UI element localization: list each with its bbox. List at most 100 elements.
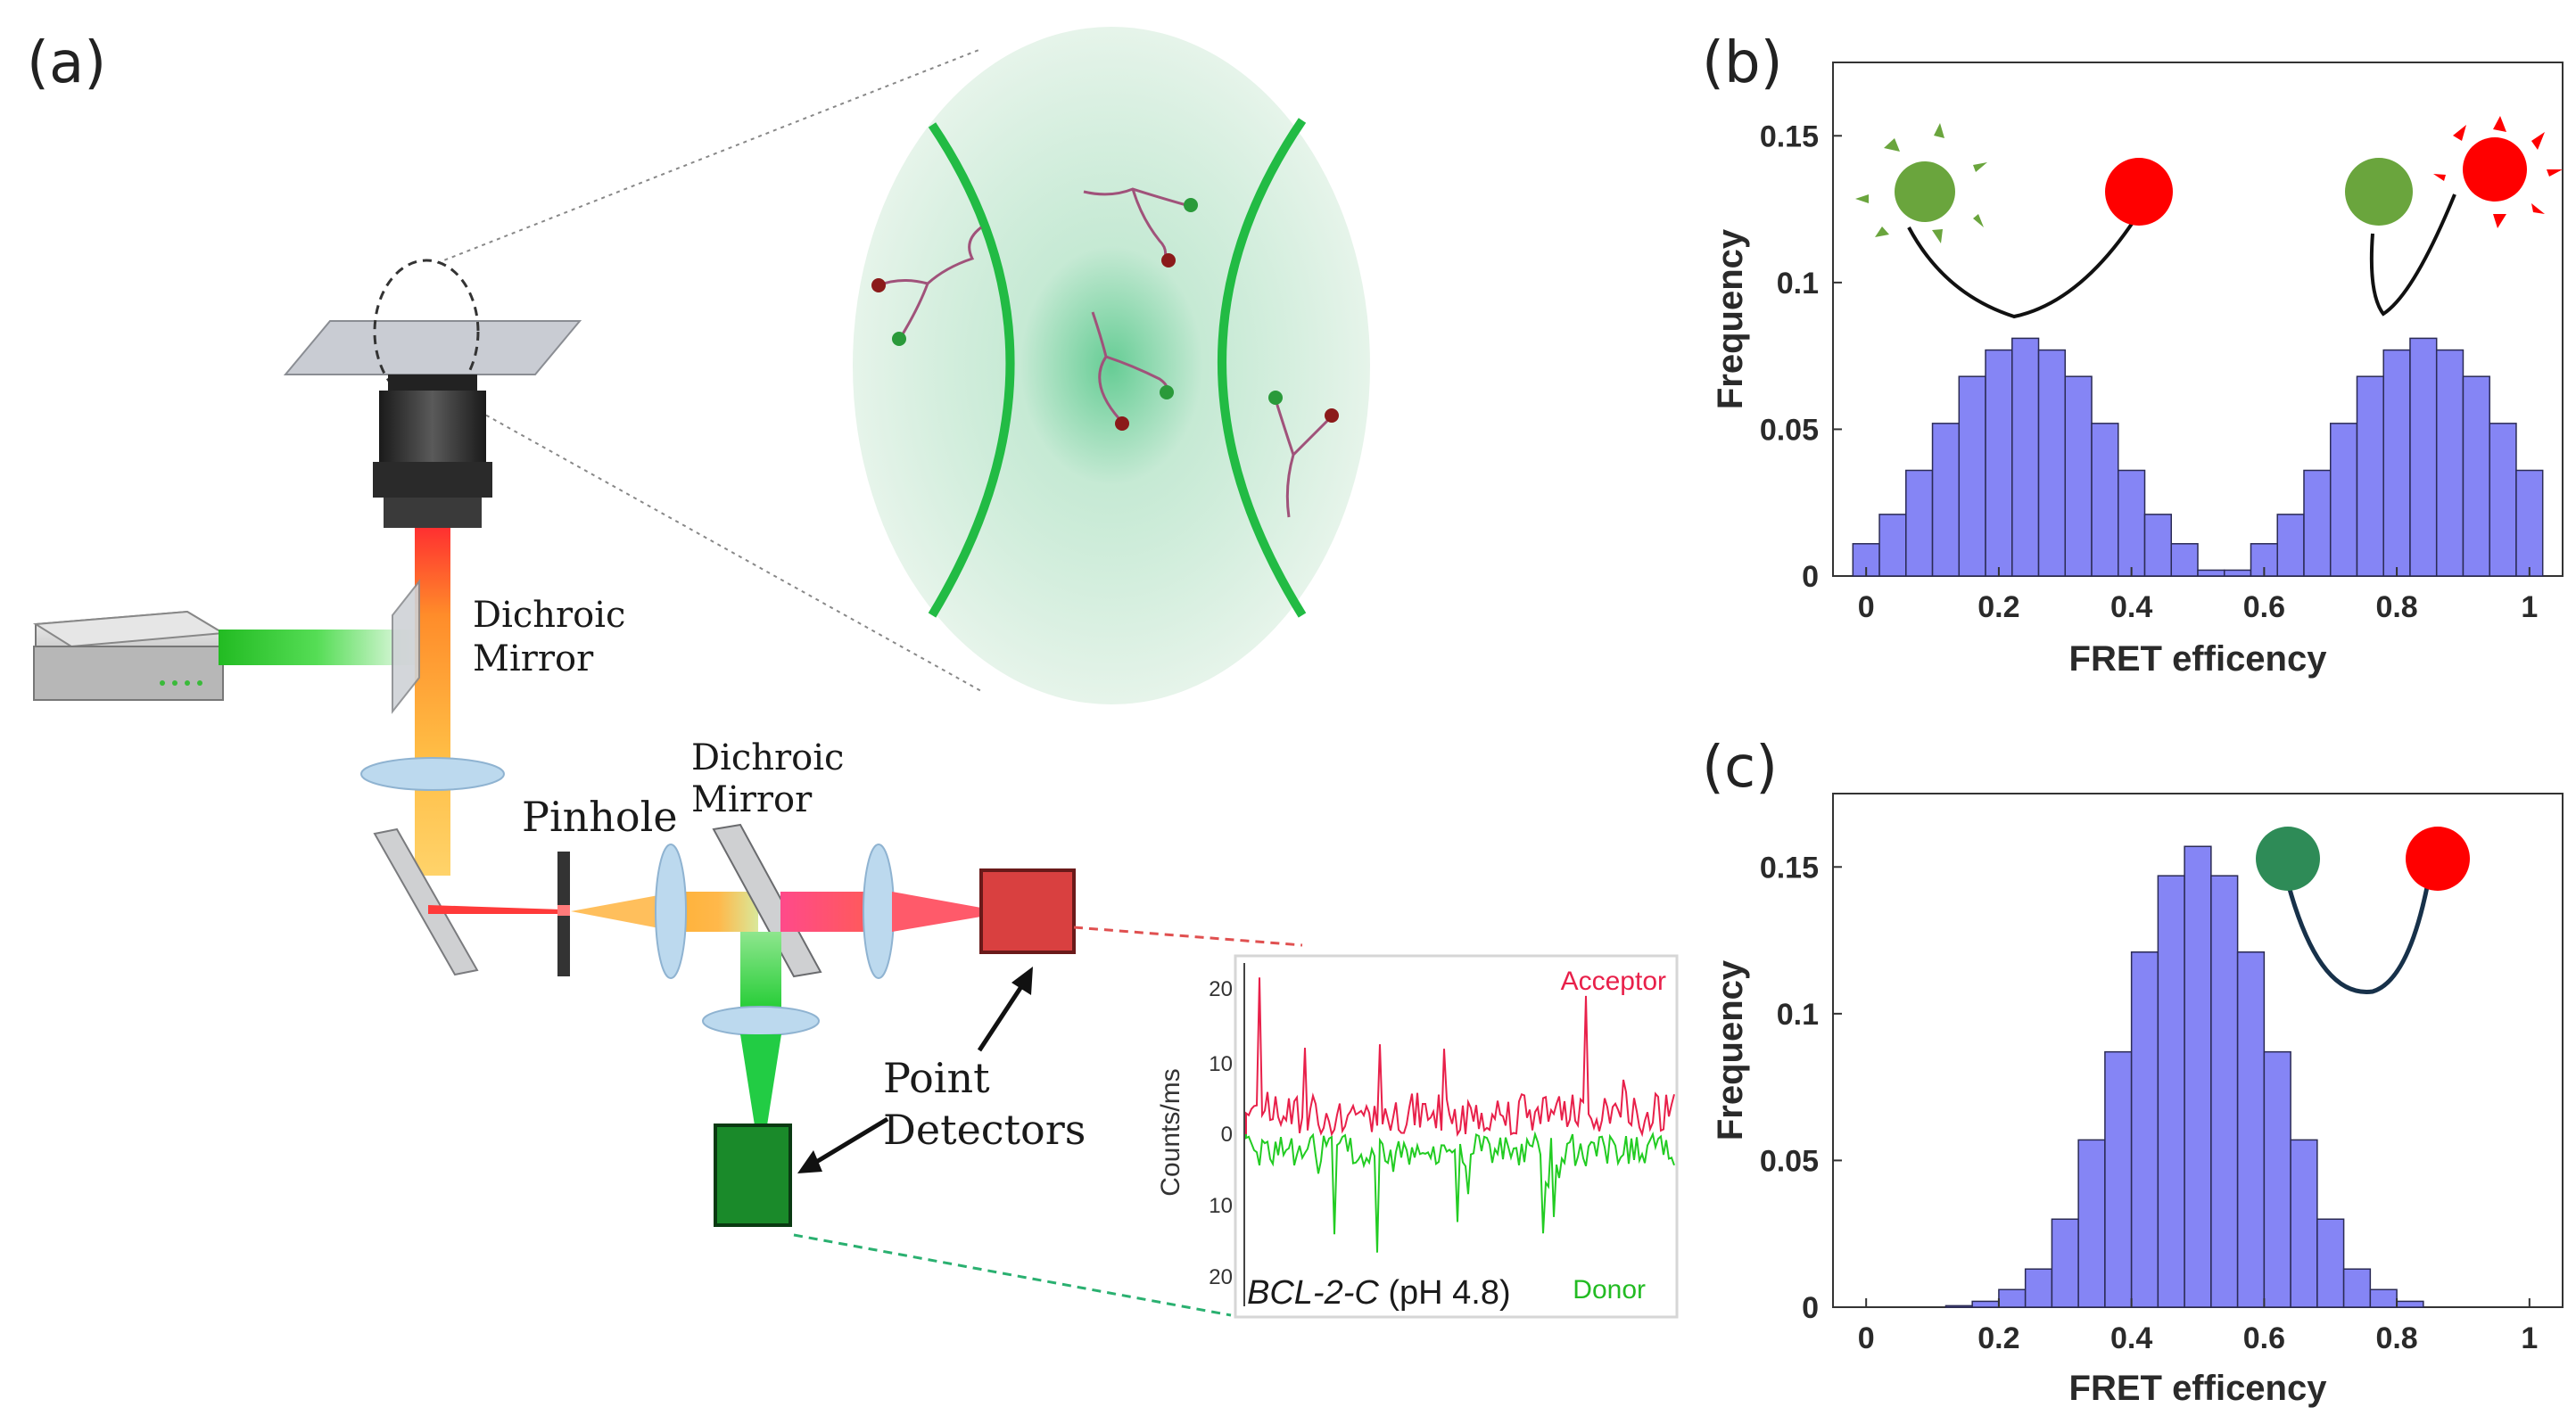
donor-beam <box>740 932 781 1012</box>
zoom-line-top <box>436 48 982 264</box>
trace-caption-condition: (pH 4.8) <box>1379 1274 1511 1312</box>
low-fret-cartoon <box>1855 123 2173 319</box>
histogram-bar <box>2316 1218 2345 1308</box>
molecule-3 <box>1091 311 1174 431</box>
x-tick-label: 1 <box>2521 1321 2538 1355</box>
histogram-bar <box>2130 951 2159 1308</box>
histogram-bar <box>1878 514 1907 577</box>
histogram-bar <box>1905 469 1934 577</box>
molecule-1 <box>871 226 982 346</box>
acceptor-focus-beam <box>892 892 981 932</box>
donor-trace-line <box>1245 1131 1675 1253</box>
dichroic-2-label-line1: Dichroic <box>691 737 844 778</box>
molecule-4 <box>1268 391 1339 518</box>
histogram-bar <box>2369 1288 2398 1308</box>
acceptor-trace-line <box>1245 977 1675 1138</box>
histogram-bar <box>2143 514 2173 577</box>
histogram-bar <box>2462 375 2490 577</box>
panel-label-a: (a) <box>27 30 106 96</box>
point-detectors-label-line1: Point <box>883 1054 990 1102</box>
collimating-lens <box>655 844 687 979</box>
acceptor-beam <box>780 892 870 932</box>
tube-lens <box>360 757 505 791</box>
x-tick-label: 0.4 <box>2110 590 2152 624</box>
histogram-bar <box>2104 1050 2133 1308</box>
beam-waist-left <box>928 122 1015 618</box>
acceptor-emission-rays <box>2433 116 2563 228</box>
confocal-setup: Dichroic Mirror Pinhole Dichroic Mirror … <box>32 27 1370 1317</box>
histogram-bar <box>2091 423 2119 577</box>
histogram-bar <box>2303 469 2332 577</box>
y-axis-title-b: Frequency <box>1711 228 1750 409</box>
y-tick-label: 0 <box>1802 560 1819 594</box>
histogram-bar <box>2409 337 2438 577</box>
histogram-bar <box>2037 349 2067 577</box>
donor-emission-rays <box>1855 123 1987 243</box>
x-tick-label: 0.4 <box>2110 1321 2152 1355</box>
dichroic-1-label-line1: Dichroic <box>473 595 625 636</box>
histogram-bar <box>2236 951 2266 1308</box>
histogram-bar <box>2064 375 2093 577</box>
histogram-bar <box>2157 875 2185 1308</box>
donor-trace-label: Donor <box>1573 1275 1646 1305</box>
histogram-bar <box>2263 1050 2291 1308</box>
dichroic-mirror-1 <box>392 579 420 714</box>
x-tick-label: 1 <box>2521 590 2538 624</box>
histogram-bar <box>2051 1218 2079 1308</box>
donor-detector <box>714 1124 792 1227</box>
histogram-bar <box>2024 1268 2053 1308</box>
focal-volume-oval <box>853 27 1370 704</box>
laser-source <box>32 610 227 701</box>
panel-label-c: (c) <box>1702 735 1778 801</box>
histogram-bar <box>1958 375 1986 577</box>
histogram-bar <box>2382 349 2411 577</box>
x-tick-label: 0.8 <box>2375 1321 2417 1355</box>
bars-c <box>1944 845 2424 1308</box>
histogram-bar <box>2396 1300 2424 1308</box>
histogram-bar <box>2170 543 2199 577</box>
histogram-bar <box>2184 845 2212 1308</box>
histogram-bar <box>2210 875 2239 1308</box>
focused-beam-in <box>428 905 562 914</box>
x-tick-label: 0 <box>1858 590 1875 624</box>
acceptor-dye-b2 <box>2463 137 2527 202</box>
bars-b <box>1852 337 2544 577</box>
donor-lens <box>702 1006 820 1036</box>
focal-volume-zoom <box>853 27 1370 704</box>
x-axis-title-b: FRET efficency <box>2069 639 2328 679</box>
histogram-bar <box>1998 1288 2027 1308</box>
sample-slide <box>283 320 582 375</box>
excitation-beam <box>219 630 415 665</box>
donor-dye-b1 <box>1895 161 1955 222</box>
histogram-bar <box>2329 423 2358 577</box>
objective-lens <box>373 375 492 528</box>
acceptor-connector <box>1073 926 1303 947</box>
smfret-trace-inset: 20 10 0 10 20 Counts/ms Acceptor Donor B… <box>1156 954 1679 1319</box>
panel-label-b: (b) <box>1702 30 1783 96</box>
histogram-bar <box>1971 1300 2000 1308</box>
arrow-to-acceptor-detector <box>977 981 1027 1052</box>
histogram-bar <box>2276 514 2305 577</box>
trace-caption-construct: BCL-2-C <box>1247 1274 1379 1312</box>
trace-frame <box>1234 954 1679 1319</box>
histogram-bar <box>2223 569 2252 577</box>
y-axis-title-c: Frequency <box>1711 959 1750 1140</box>
trace-tick-bottom-20: 20 <box>1209 1265 1233 1289</box>
molecule-2 <box>1083 187 1198 268</box>
trace-tick-0: 0 <box>1221 1123 1233 1147</box>
donor-focus-beam <box>740 1034 781 1125</box>
x-tick-label: 0.8 <box>2375 590 2417 624</box>
histogram-bar <box>1944 1305 1973 1308</box>
histogram-bar <box>2011 337 2040 577</box>
diverging-beam <box>571 892 678 932</box>
donor-dye-c <box>2256 827 2320 891</box>
point-detectors-label-line2: Detectors <box>883 1106 1086 1154</box>
x-tick-label: 0.6 <box>2243 1321 2285 1355</box>
collimated-beam <box>678 892 758 932</box>
emission-beam-vertical <box>415 528 450 876</box>
histogram-bar <box>2489 423 2517 577</box>
histogram-bar <box>2290 1139 2318 1308</box>
